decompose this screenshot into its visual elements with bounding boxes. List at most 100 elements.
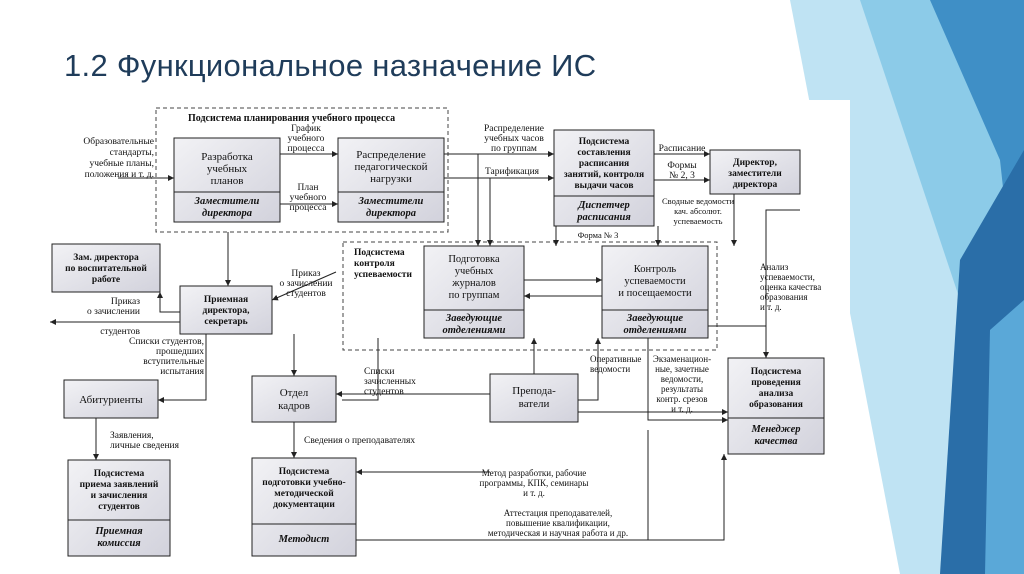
label-method-2: программы, КПК, семинары — [480, 478, 589, 488]
label-summary-3: успеваемость — [674, 216, 723, 226]
label-distribution-3: по группам — [491, 144, 537, 154]
methodical-role-1: Методист — [278, 534, 330, 545]
methodical-line-4: документации — [273, 500, 335, 510]
box-director: Директор, заместители директора — [709, 149, 801, 195]
schedule-role-2: расписания — [576, 212, 631, 223]
teachers-line-1: Препода- — [512, 385, 556, 397]
label-standards-1: Образовательные — [83, 136, 154, 147]
label-summary-1: Сводные ведомости — [662, 196, 734, 206]
label-operative-2: ведомости — [590, 364, 630, 374]
label-method-3: и т. д. — [523, 488, 545, 498]
label-passed-4: испытания — [160, 367, 204, 377]
box-applicants: Абитуриенты — [63, 379, 159, 419]
methodical-line-3: методической — [274, 488, 334, 499]
label-plan-1: План — [298, 183, 319, 193]
label-order-1: Приказ — [291, 269, 320, 279]
control-group-title-1: Подсистема — [354, 248, 405, 258]
functional-diagram: Подсистема планирования учебного процесс… — [50, 107, 825, 557]
deco-band-accent — [985, 300, 1024, 574]
label-exams-3: ведомости, — [661, 374, 703, 384]
box-progress: Контроль успеваемости и посещаемости Зав… — [601, 245, 709, 339]
label-standards-3: учебные планы, — [89, 158, 154, 169]
director-line-2: заместители — [728, 169, 782, 179]
methodical-line-1: Подсистема — [279, 467, 330, 477]
label-timetable: Расписание — [659, 144, 706, 154]
connectors — [50, 151, 800, 541]
load-line-3: нагрузки — [370, 173, 412, 185]
load-role-2: директора — [366, 208, 416, 219]
admission-role-1: Приемная — [94, 526, 143, 537]
label-analysis-2: успеваемости, — [760, 272, 815, 282]
deputy-edu-line-1: Зам. директора — [73, 253, 139, 263]
teachers-line-2: ватели — [519, 398, 550, 410]
curriculum-line-3: планов — [211, 175, 244, 187]
quality-role-1: Менеджер — [750, 424, 800, 435]
admission-line-2: приема заявлений — [80, 479, 159, 490]
label-order-left-2: о зачислении — [87, 307, 140, 317]
admission-role-2: комиссия — [97, 538, 141, 549]
label-teacher-info: Сведения о преподавателях — [304, 436, 415, 446]
box-hr: Отдел кадров — [251, 375, 337, 423]
applicants-line-1: Абитуриенты — [79, 394, 143, 406]
director-line-3: директора — [733, 180, 778, 190]
slide-title: 1.2 Функциональное назначение ИС — [64, 48, 597, 83]
reception-line-2: директора, — [203, 306, 251, 316]
label-standards-2: стандарты, — [110, 148, 154, 158]
reception-line-3: секретарь — [204, 317, 247, 327]
quality-line-3: анализа — [759, 389, 794, 399]
label-applications-2: личные сведения — [110, 441, 180, 451]
label-exams-4: результаты — [661, 384, 703, 394]
admission-line-4: студентов — [98, 502, 140, 512]
label-form3: Форма № 3 — [578, 230, 619, 240]
label-passed-1: Списки студентов, — [129, 337, 204, 347]
quality-line-1: Подсистема — [751, 367, 802, 377]
progress-role-2: отделениями — [623, 325, 686, 336]
label-passed-3: вступительные — [143, 357, 204, 367]
label-order-left-1: Приказ — [111, 297, 140, 307]
load-line-2: педагогической — [355, 161, 428, 173]
box-deputy-edu: Зам. директора по воспитательной работе — [51, 243, 161, 293]
schedule-line-2: составления — [577, 148, 630, 158]
journals-line-1: Подготовка — [448, 254, 500, 265]
label-distribution-2: учебных часов — [484, 133, 544, 144]
label-graph-1: График — [291, 123, 321, 134]
label-lists-3: студентов — [364, 387, 404, 397]
quality-role-2: качества — [755, 436, 798, 447]
schedule-line-5: выдачи часов — [575, 181, 634, 191]
label-analysis-3: оценка качества — [760, 282, 821, 292]
box-journals: Подготовка учебных журналов по группам З… — [423, 245, 525, 339]
journals-role-1: Заведующие — [445, 313, 503, 324]
label-analysis-1: Анализ — [760, 262, 789, 272]
box-quality: Подсистема проведения анализа образовани… — [727, 357, 825, 455]
label-analysis-5: и т. д. — [760, 302, 782, 312]
label-passed-2: прошедших — [156, 347, 204, 357]
load-line-1: Распределение — [356, 149, 426, 161]
quality-line-4: образования — [749, 399, 803, 410]
hr-line-1: Отдел — [280, 387, 309, 399]
box-admission: Подсистема приема заявлений и зачисления… — [67, 459, 171, 557]
flow-labels: Образовательные стандарты, учебные планы… — [83, 123, 821, 538]
journals-role-2: отделениями — [442, 325, 505, 336]
label-order-left-3: студентов — [100, 327, 140, 337]
director-line-1: Директор, — [733, 158, 778, 168]
box-methodical: Подсистема подготовки учебно- методическ… — [251, 457, 357, 557]
hr-line-2: кадров — [278, 400, 310, 412]
label-summary-2: кач. абсолют. — [674, 206, 722, 216]
label-operative-1: Оперативные — [590, 354, 641, 364]
schedule-line-1: Подсистема — [579, 137, 630, 147]
curriculum-line-2: учебных — [207, 163, 248, 175]
control-group-title-3: успеваемости — [354, 270, 412, 280]
label-exams-6: и т. д. — [671, 404, 693, 414]
progress-line-1: Контроль — [634, 264, 677, 275]
box-curriculum: Разработка учебных планов Заместители ди… — [173, 137, 281, 223]
admission-line-1: Подсистема — [94, 469, 145, 479]
journals-line-2: учебных — [455, 266, 494, 277]
label-lists-1: Списки — [364, 367, 394, 377]
label-graph-2: учебного — [288, 133, 325, 144]
progress-line-3: и посещаемости — [618, 288, 692, 299]
box-load: Распределение педагогической нагрузки За… — [337, 137, 445, 223]
label-attest-1: Аттестация преподавателей, — [504, 508, 613, 518]
label-method-1: Метод разработки, рабочие — [482, 468, 587, 478]
label-standards-4: положения и т. д. — [85, 170, 154, 180]
label-exams-5: контр. срезов — [656, 394, 707, 404]
